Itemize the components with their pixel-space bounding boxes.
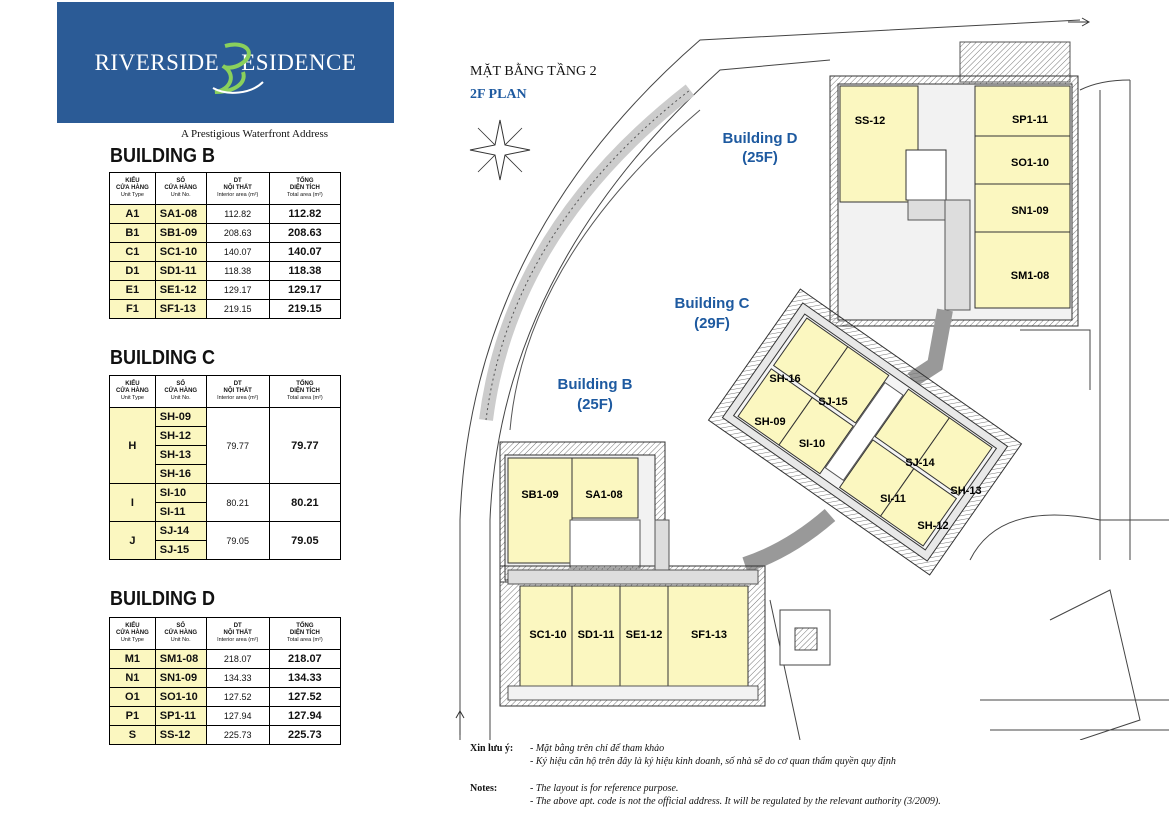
unit-label: SJ-14 (905, 457, 935, 469)
building-d-title: BUILDING D (110, 588, 216, 610)
building-d-floors: (25F) (742, 149, 778, 166)
unit-label: SB1-09 (521, 489, 558, 501)
unit-label: SP1-11 (1012, 114, 1048, 126)
unit-label: SN1-09 (1011, 205, 1048, 217)
table-row: SH-13 (110, 445, 341, 465)
utility-box-core (794, 627, 818, 651)
walkway (742, 508, 836, 573)
unit-label: SH-13 (950, 485, 981, 497)
unit-label: SH-09 (754, 416, 785, 428)
notes: Xin lưu ý: - Mặt bằng trên chỉ để tham kh… (470, 742, 941, 808)
unit-label: SI-10 (799, 438, 825, 450)
tagline: A Prestigious Waterfront Address (180, 128, 329, 140)
building-c-plan (707, 288, 1023, 576)
floor-plan: SS-12 SP1-11 SO1-10 SN1-09 SM1-08 SH-16 … (455, 17, 1169, 740)
direction-arrow-icon (455, 709, 465, 735)
building-c-label: Building C (675, 295, 750, 312)
notes-vi-label: Xin lưu ý: (470, 743, 514, 754)
logo-panel: RIVERSIDE ESIDENCE (57, 2, 394, 123)
unit-label: SD1-11 (578, 629, 615, 641)
note-text: - Ký hiệu căn hộ trên đây là ký hiệu kin… (530, 756, 896, 767)
unit-label: SJ-15 (818, 396, 847, 408)
logo-swirl-icon (212, 42, 264, 94)
unit-label: SI-11 (880, 493, 906, 505)
unit-label: SO1-10 (1011, 157, 1049, 169)
notes-en-label: Notes: (470, 783, 498, 794)
building-c-floors: (29F) (694, 315, 730, 332)
utility-box (779, 609, 831, 666)
building-b-title: BUILDING B (110, 145, 216, 167)
building-d-plan (829, 75, 1079, 327)
note-text: - Mặt bằng trên chỉ để tham khảo (530, 743, 665, 754)
table-row: I SI-10 80.21 80.21 (109, 483, 342, 522)
table-row: SJ-15 (110, 540, 341, 560)
table-row: H SH-09 79.77 79.77 (109, 407, 342, 484)
compass-icon (469, 119, 531, 181)
building-b-plan (499, 441, 766, 707)
logo-text-left: RIVERSIDE (94, 49, 220, 75)
plan-subtitle: 2F PLAN (470, 87, 527, 102)
unit-label: SH-12 (917, 520, 948, 532)
table-row: J SJ-14 79.05 79.05 (109, 521, 342, 560)
table-row: SI-11 (110, 502, 341, 522)
logo: RIVERSIDE ESIDENCE (95, 50, 357, 76)
curved-walkway (479, 84, 701, 431)
logo-text-right: ESIDENCE (241, 49, 357, 75)
building-b-label: Building B (558, 376, 633, 393)
unit-label: SM1-08 (1011, 270, 1050, 282)
unit-label: SS-12 (855, 115, 886, 127)
hatched-area (959, 41, 1071, 83)
unit-label: SF1-13 (691, 629, 727, 641)
building-d-label: Building D (723, 130, 798, 147)
unit-label: SA1-08 (585, 489, 622, 501)
note-text: - The layout is for reference purpose. (530, 783, 679, 794)
unit-label: SH-16 (769, 373, 800, 385)
unit-label: SE1-12 (626, 629, 663, 641)
note-text: - The above apt. code is not the officia… (530, 796, 941, 807)
direction-arrow-icon (1068, 17, 1091, 27)
unit-label: SC1-10 (529, 629, 566, 641)
table-row: SH-16 (110, 464, 341, 484)
site-roads (459, 19, 1169, 740)
building-c-title: BUILDING C (110, 347, 216, 369)
plan-title: MẶT BẰNG TẦNG 2 (470, 64, 597, 79)
building-b-floors: (25F) (577, 396, 613, 413)
